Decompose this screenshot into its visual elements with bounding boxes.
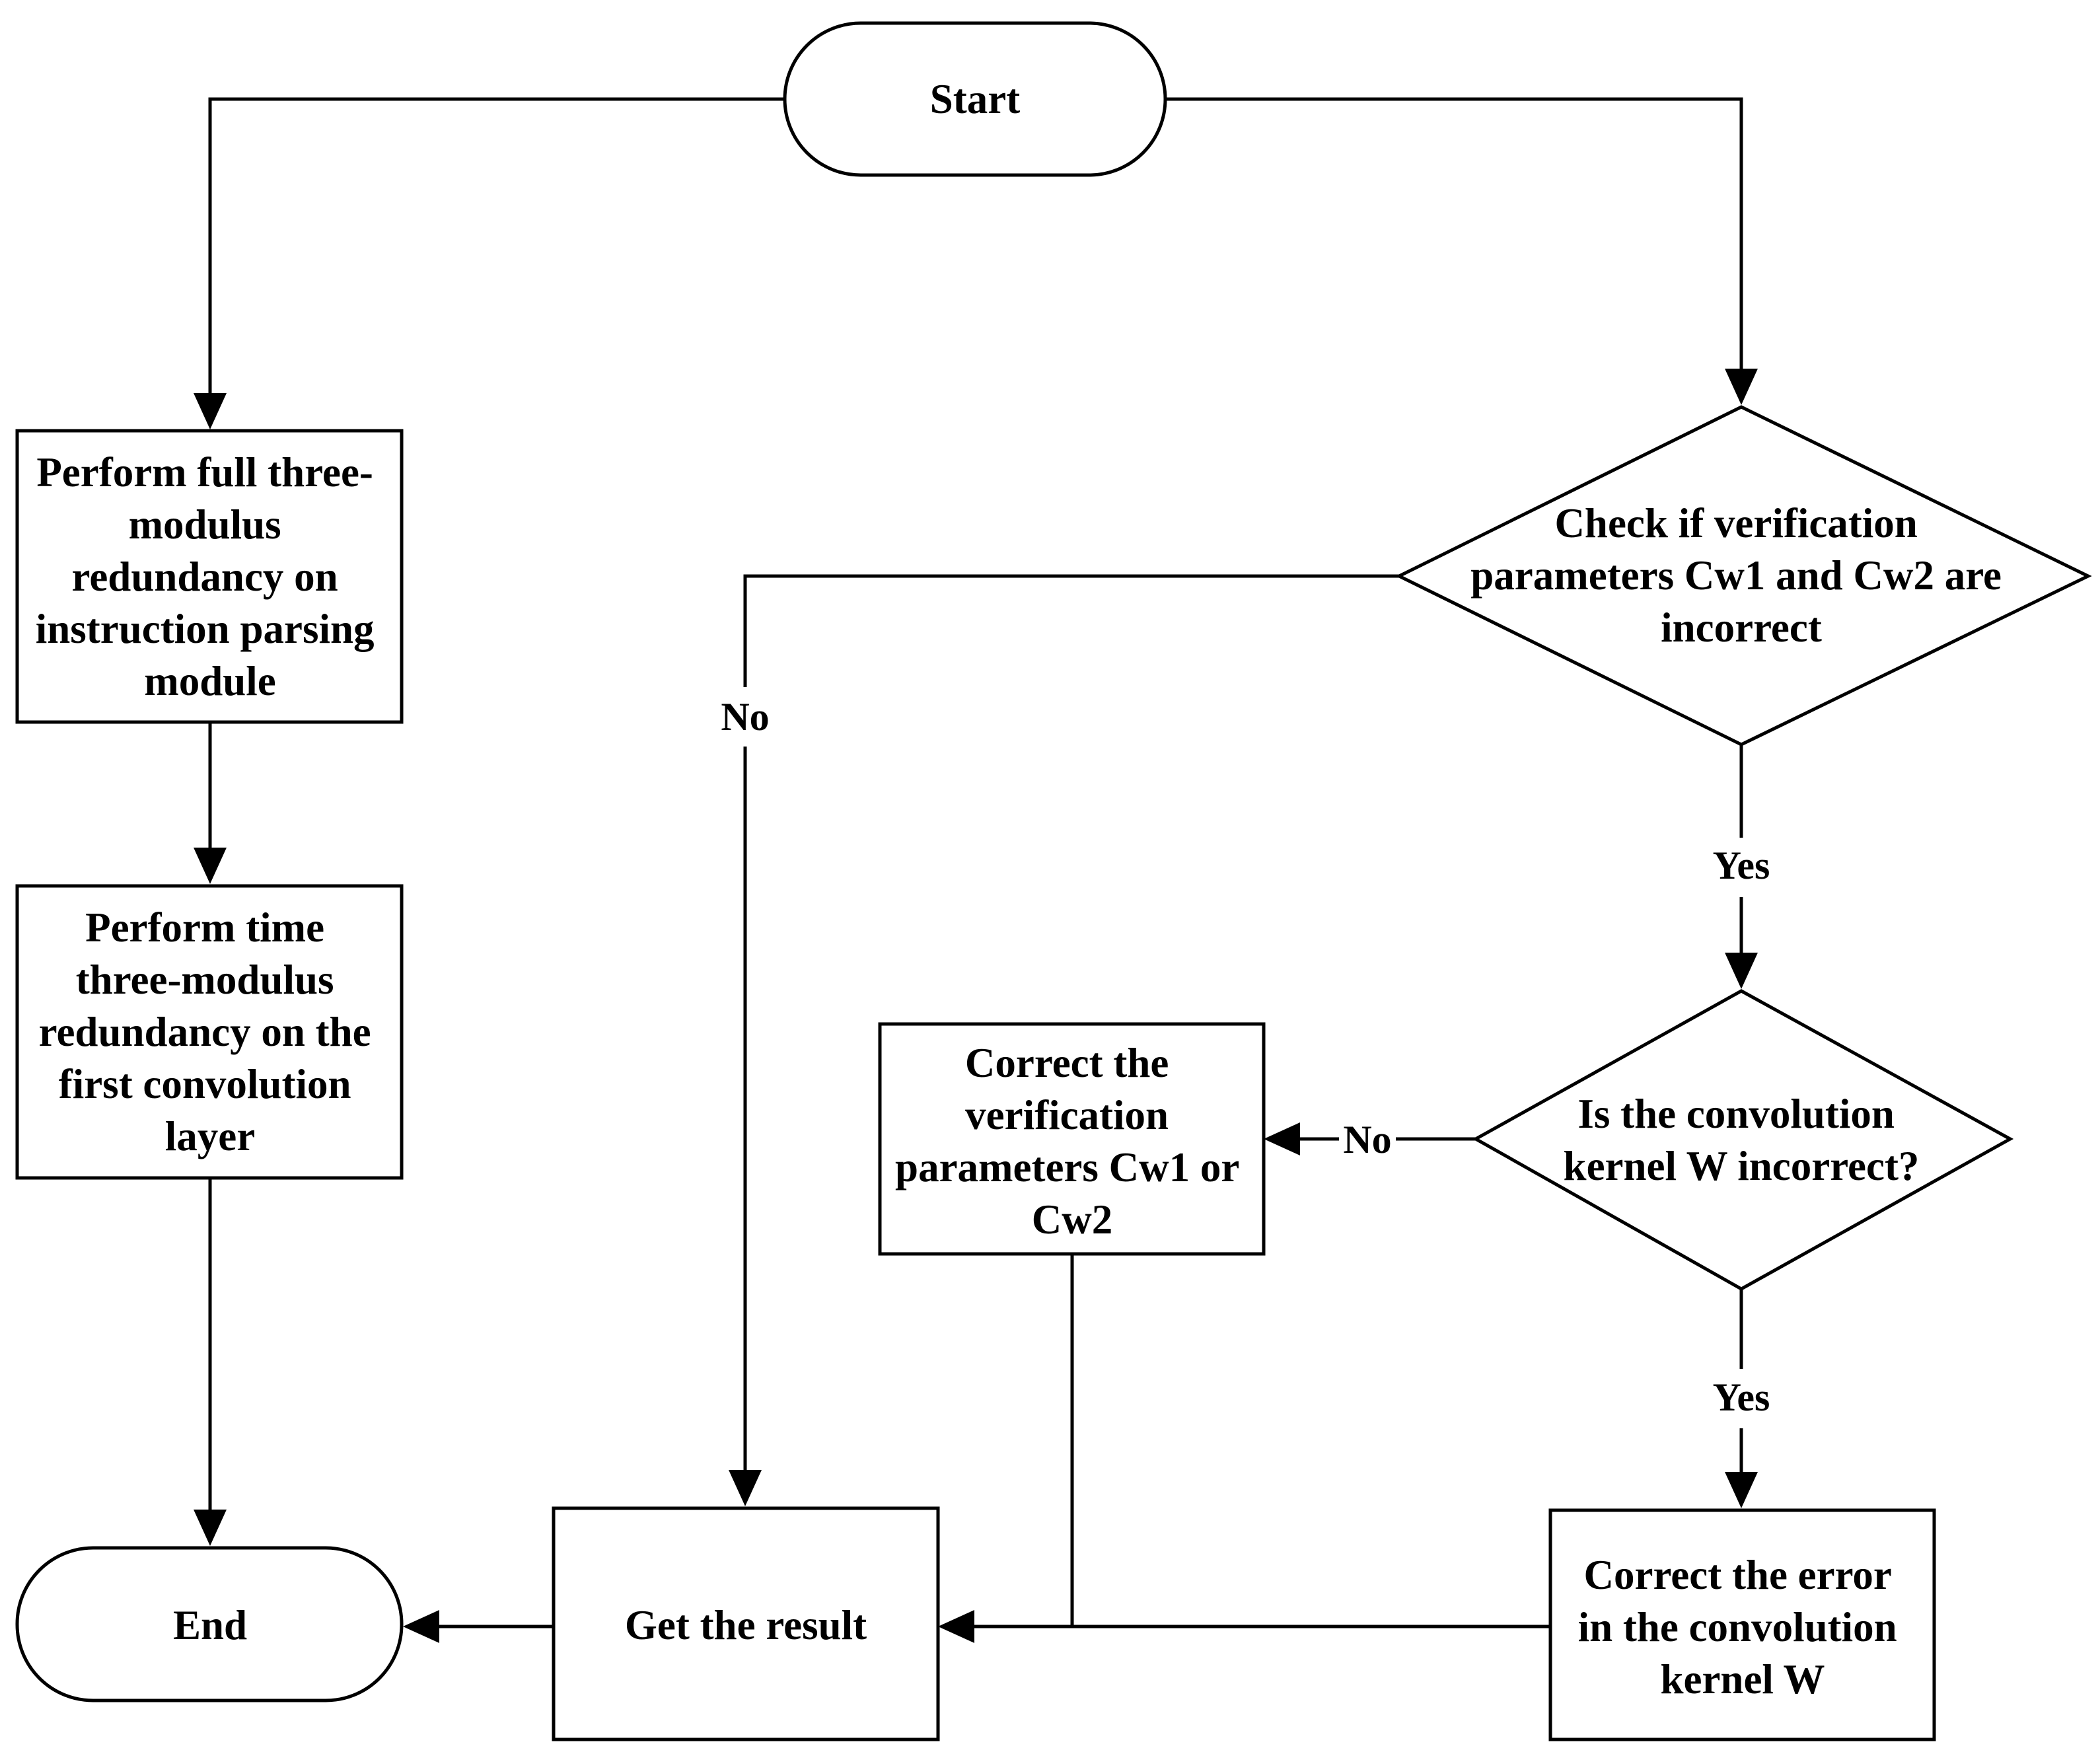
correct-kernel-box	[1548, 1508, 1936, 1741]
start-label: Start	[930, 76, 1020, 122]
arrowhead-check-params	[1725, 369, 1758, 405]
time-tmr-label: Perform time three-modulus redundancy on…	[39, 904, 382, 1159]
nodes	[15, 21, 2092, 1741]
check-kernel-decision	[1472, 989, 2014, 1291]
no-label-bg-2	[1339, 1116, 1396, 1163]
arrowhead-check-kernel	[1725, 953, 1758, 989]
arrowhead-time-tmr	[194, 848, 227, 884]
arrowhead-get-result-top	[729, 1470, 762, 1506]
arrowhead-end-right	[403, 1610, 439, 1643]
edge-start-to-check-params	[1165, 97, 1743, 369]
no-label-bg	[717, 687, 774, 747]
full-tmr-label: Perform full three- modulus redundancy o…	[36, 449, 385, 704]
check-params-yes-label: Yes	[1713, 844, 1770, 887]
correct-params-box	[878, 1022, 1266, 1256]
arrowhead-correct-params	[1264, 1122, 1300, 1155]
full-tmr-box	[15, 429, 404, 724]
edges	[194, 97, 1758, 1643]
check-kernel-yes-label: Yes	[1713, 1375, 1770, 1419]
arrowhead-end-top	[194, 1510, 227, 1546]
check-params-label: Check if verification parameters Cw1 and…	[1470, 500, 2011, 651]
check-kernel-no-label: No	[1343, 1118, 1391, 1161]
arrowhead-correct-kernel	[1725, 1472, 1758, 1508]
yes-label-bg-2	[1706, 1369, 1776, 1428]
check-params-no-label: No	[721, 695, 769, 739]
edge-labels: No Yes No Yes	[717, 687, 1776, 1428]
yes-label-bg-1	[1706, 838, 1776, 897]
arrowhead-full-tmr	[194, 393, 227, 429]
get-result-box	[552, 1506, 940, 1741]
get-result-label: Get the result	[625, 1602, 867, 1648]
correct-kernel-label: Correct the error in the convolution ker…	[1578, 1552, 1908, 1702]
time-tmr-box	[15, 884, 404, 1180]
correct-params-label: Correct the verification parameters Cw1 …	[895, 1040, 1249, 1243]
edge-check-params-no	[743, 574, 1399, 1470]
check-kernel-label: Is the convolution kernel W incorrect?	[1564, 1091, 1920, 1189]
start-terminal	[783, 21, 1167, 177]
end-label: End	[173, 1602, 247, 1648]
end-terminal	[15, 1546, 404, 1702]
edge-start-to-full-tmr	[208, 97, 785, 393]
node-labels: Start Perform full three- modulus redund…	[36, 76, 2011, 1702]
check-params-decision	[1395, 405, 2092, 747]
arrowhead-get-result-right	[938, 1610, 974, 1643]
